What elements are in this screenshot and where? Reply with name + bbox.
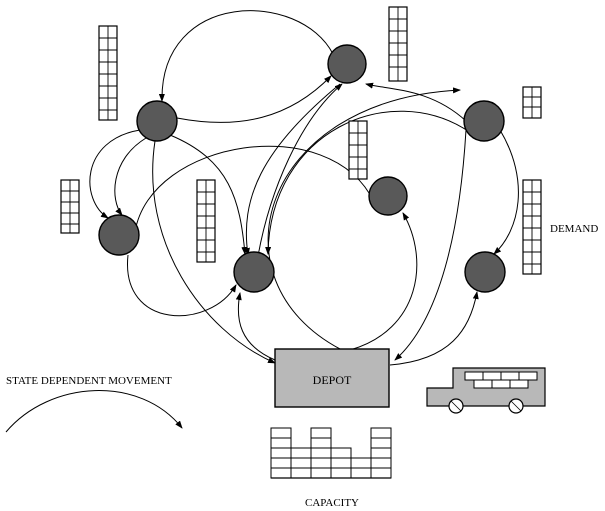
legend: STATE DEPENDENT MOVEMENT (5, 375, 183, 433)
edge (265, 110, 469, 255)
edge (152, 140, 276, 364)
edge (176, 75, 332, 123)
capacity-label: CAPACITY (305, 497, 359, 509)
demand-label: DEMAND (550, 223, 598, 235)
capacity-wall (270, 427, 392, 479)
edge (493, 129, 519, 255)
edge (389, 291, 479, 366)
customer-node (327, 44, 367, 84)
customer-node (464, 251, 506, 293)
edge (365, 82, 467, 122)
brick-stack-icon (196, 179, 216, 263)
depot-label: DEPOT (313, 373, 352, 387)
edge (158, 10, 334, 102)
edge (114, 137, 147, 216)
brick-stack-icon (60, 179, 80, 234)
customer-node (98, 214, 140, 256)
customer-node (463, 100, 505, 142)
brick-stack-icon (522, 86, 542, 119)
state-movement-label: STATE DEPENDENT MOVEMENT (6, 375, 172, 387)
customer-node (233, 251, 275, 293)
customer-nodes (98, 44, 506, 293)
edge (244, 83, 341, 256)
demand-stacks (60, 6, 542, 275)
edge (169, 134, 248, 255)
brick-stack-icon (98, 25, 118, 121)
vehicle-icon (426, 367, 546, 414)
depot: DEPOT (274, 348, 390, 408)
edge (127, 254, 237, 317)
edge (349, 212, 418, 351)
edge (89, 129, 141, 219)
edge (235, 292, 276, 361)
customer-node (136, 100, 178, 142)
customer-node (368, 176, 408, 216)
brick-stack-icon (522, 179, 542, 275)
depot-box (274, 348, 390, 408)
brick-stack-icon (348, 120, 368, 180)
edges (89, 10, 519, 366)
brick-stack-icon (388, 6, 408, 82)
edge (267, 87, 461, 350)
edge (257, 83, 343, 257)
legend-arrow (5, 390, 183, 433)
edge (394, 129, 467, 361)
